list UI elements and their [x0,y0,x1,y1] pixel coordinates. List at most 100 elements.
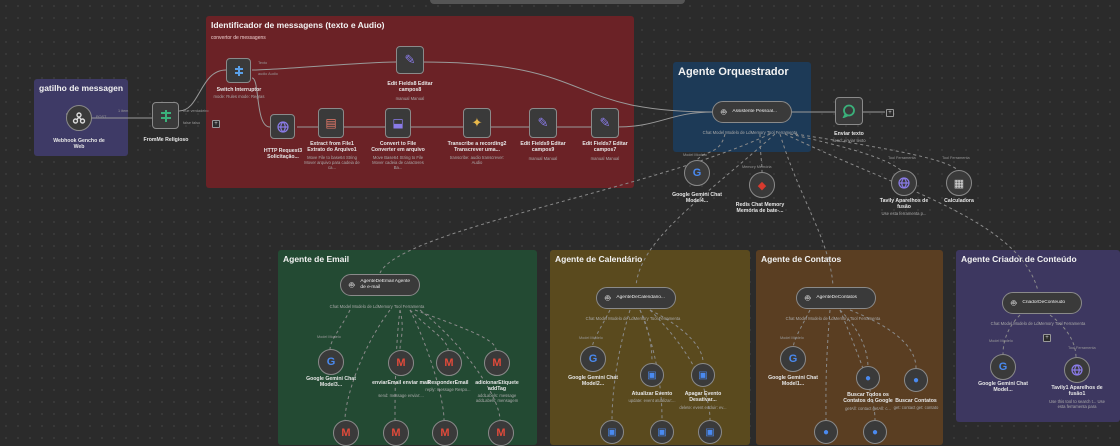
tavily1-node[interactable] [1064,357,1090,383]
gemini0-node[interactable]: G [990,354,1016,380]
sub-criador [784,133,1039,292]
contact-icon: ● [822,426,830,438]
calc-node[interactable]: ▦ [946,170,972,196]
sticky-title: Agente de Calendário [555,254,643,264]
gmail-icon: M [341,427,351,439]
sticky-contatos[interactable]: Agente de Contatos [756,250,943,445]
responder-email-label: ResponderEmail [427,380,469,386]
sticky-calendario[interactable]: Agente de Calendário [550,250,750,445]
gmail-node-5[interactable]: M [333,420,359,446]
editfields8-label: Edit Fields8 Editar campos8 [387,81,433,93]
agente-email-ports: Chat Model Modelo de LdMemory Tool Ferra… [329,304,425,309]
globe-icon [898,177,910,189]
contact-icon: ● [864,372,872,384]
tavily-node[interactable] [891,170,917,196]
wire-switch-http [251,77,271,128]
extract-sub: Move File to base64 String Mover arquivo… [304,155,360,170]
fromme-add-button[interactable]: + [212,120,220,128]
convert-node[interactable]: ⬓ [385,108,411,138]
sub-gemini4 [696,133,726,161]
apagar-evento-label: Apagar Evento Desativar... [684,391,722,403]
google-icon: G [998,361,1008,373]
sub-gmail-8 [419,309,501,421]
gmail-icon: M [391,427,401,439]
gemini1-port: Model Modelo [780,336,804,340]
sticky-conteudo[interactable]: Agente Criador de Conteúdo [956,250,1120,422]
sub-gemini1 [792,309,811,351]
switch-node[interactable] [226,58,251,83]
sticky-subtitle: convertor de messagens [211,35,266,41]
extract-node[interactable]: ▤ [318,108,344,138]
agente-cal-label: AgenteDeCalendario... [616,295,665,300]
agente-contatos-label: AgenteDeContatos [816,295,857,300]
robot-icon: 🤖︎ [721,106,727,117]
sub-calc [794,133,961,173]
contact-node-4[interactable]: ● [814,420,838,444]
wire-fromme-switch [178,69,227,112]
gmail-icon: M [440,427,450,439]
gemini1-label: Google Gemini Chat Model1... [768,375,818,387]
extract-label: Extract from File1 Extrato do Arquivo1 [307,141,357,153]
contact-node-5[interactable]: ● [863,420,887,444]
robot-icon: 🤖︎ [349,279,355,290]
buscar-todos-node[interactable]: ● [856,366,880,390]
transcribe-node[interactable]: ✦ [463,108,491,138]
editfields8-node[interactable]: ✎ [396,46,424,74]
sticky-title: Agente de Contatos [761,254,842,264]
gemini3-node[interactable]: G [318,349,344,375]
agente-cal-node[interactable]: 🤖︎ AgenteDeCalendario... [596,287,676,309]
sub-buscar-todos [839,309,869,369]
gmail-icon: M [396,357,406,369]
criador-add-memory-button[interactable]: + [1043,334,1051,342]
http-node[interactable] [270,114,295,139]
webhook-node[interactable] [66,105,92,131]
calendar-node-5[interactable]: ▣ [650,420,674,444]
sub-gemini0 [1002,314,1021,356]
assistente-ports: Chat Model Modelo de LdMemory Tool Ferra… [702,130,798,135]
sticky-identificador[interactable]: Identificador de messagens (texto e Audi… [206,16,634,188]
gmail-node-8[interactable]: M [488,420,514,446]
atualizar-evento-node[interactable]: ▣ [640,363,664,387]
sub-contatos-4 [825,309,831,421]
pencil-icon: ✎ [404,52,416,67]
fromme-node[interactable] [152,102,179,129]
sub-agente-contatos [779,133,834,287]
gmail-node-7[interactable]: M [432,420,458,446]
calc-port: Tool Ferramenta [942,156,970,160]
apagar-evento-node[interactable]: ▣ [691,363,715,387]
editfields9-node[interactable]: ✎ [529,108,557,138]
responder-email-sub: reply: message Respo... [425,387,471,392]
gmail-icon: M [492,357,502,369]
agente-contatos-ports: Chat Model Modelo de LdMemory Tool Ferra… [785,316,881,321]
gemini1-node[interactable]: G [780,346,806,372]
calendar-node-4[interactable]: ▣ [600,420,624,444]
gemini3-port: Model Modelo [317,335,341,339]
gemini4-node[interactable]: G [684,160,710,186]
switch-out2-label: audio Audio [258,72,278,76]
responder-email-node[interactable]: M [436,350,462,376]
criador-node[interactable]: 🤖︎ CriadorDeConteudo [1002,292,1082,314]
calendar-icon: ▣ [607,426,617,438]
robot-icon: 🤖︎ [605,292,611,303]
assistente-node[interactable]: 🤖︎ Assistente Pessoal... [712,101,792,123]
gemini2-node[interactable]: G [580,346,606,372]
gmail-node-6[interactable]: M [383,420,409,446]
enviar-email-node[interactable]: M [388,350,414,376]
editfields7-node[interactable]: ✎ [591,108,619,138]
editfields8-sub: manual Manual [395,96,425,101]
wire-editfields7-assistente [615,111,714,128]
switch-out1-label: Texto [258,61,268,65]
agente-email-node[interactable]: 🤖︎ AgenteDeEmail Agente de e-mail [340,274,420,296]
enviar-node[interactable] [835,97,863,125]
pencil-icon: ✎ [599,115,611,130]
enviar-add-button[interactable]: + [886,109,894,117]
editfields9-label: Edit Fields9 Editar campos9 [520,141,566,153]
redis-node[interactable]: ◆ [749,172,775,198]
adicionar-etiqueta-node[interactable]: M [484,350,510,376]
top-toolbar [430,0,685,4]
buscar-contato-node[interactable]: ● [904,368,928,392]
calendar-node-6[interactable]: ▣ [698,420,722,444]
agente-contatos-node[interactable]: 🤖︎ AgenteDeContatos [796,287,876,309]
sub-enviar-email [399,309,403,351]
